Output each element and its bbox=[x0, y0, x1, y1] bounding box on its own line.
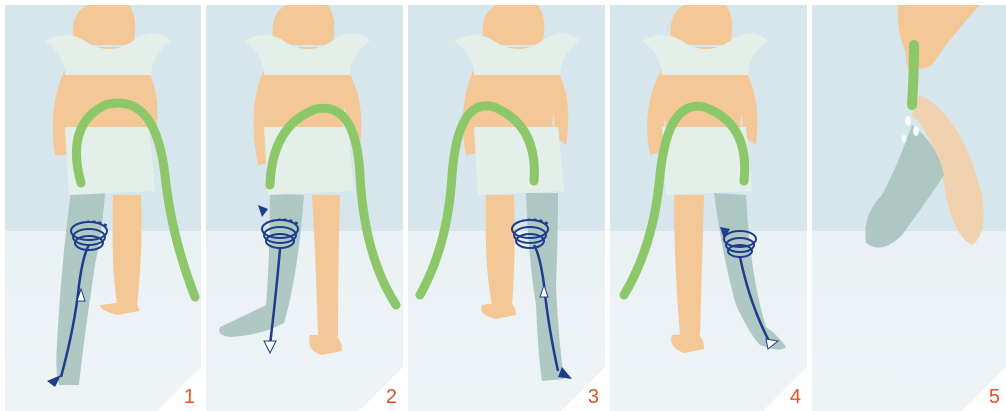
step-number: 3 bbox=[588, 386, 599, 409]
down-arrow-icon bbox=[264, 341, 276, 353]
hose-icon bbox=[912, 45, 914, 105]
panel-step-2: 2 bbox=[206, 5, 403, 411]
treated-leg bbox=[56, 191, 105, 385]
panel-step-4: 4 bbox=[610, 5, 807, 411]
figure-step-5 bbox=[812, 5, 1006, 411]
step-number: 4 bbox=[790, 386, 801, 409]
shorts bbox=[474, 127, 564, 195]
figure-step-3 bbox=[408, 5, 605, 411]
step-number: 2 bbox=[386, 386, 397, 409]
panel-step-5: 5 bbox=[812, 5, 1006, 411]
panel-step-3: 3 bbox=[408, 5, 605, 411]
figure-step-2 bbox=[206, 5, 403, 411]
step-number: 1 bbox=[184, 386, 195, 409]
figure-step-4 bbox=[610, 5, 807, 411]
step-number: 5 bbox=[989, 386, 1000, 409]
panel-step-1: 1 bbox=[5, 5, 201, 411]
figure-step-1 bbox=[5, 5, 201, 411]
start-arrow-icon bbox=[258, 205, 268, 217]
treated-leg bbox=[714, 193, 786, 350]
